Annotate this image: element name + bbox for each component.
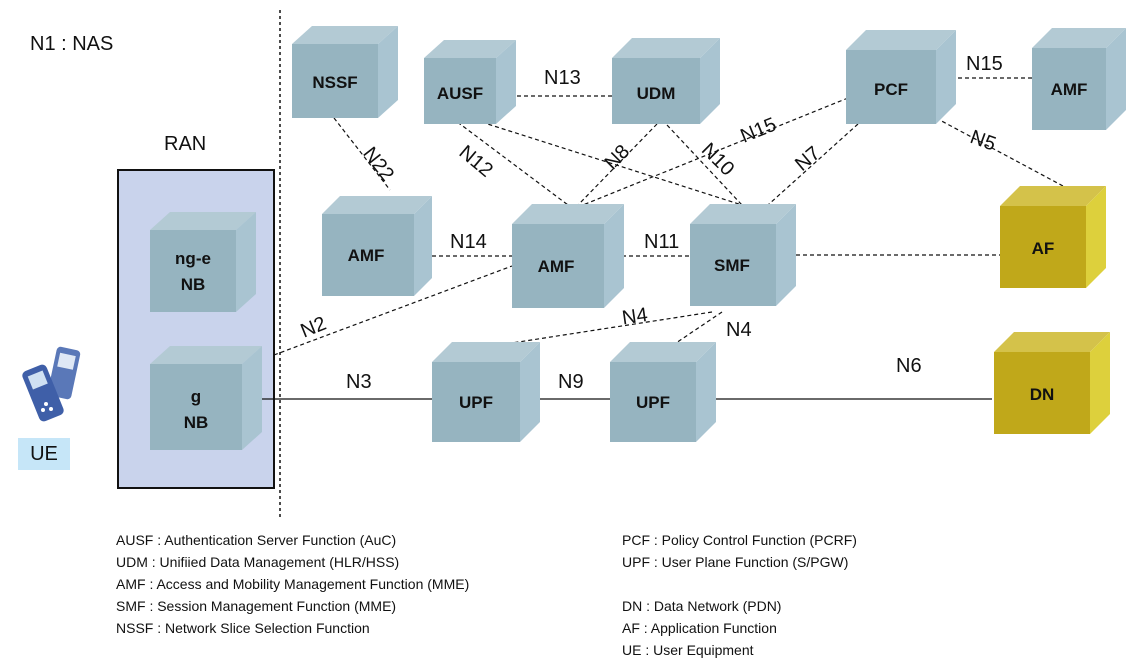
legend-left-item: UDM : Unifiied Data Management (HLR/HSS) [116, 554, 399, 570]
node-upf-right: UPF [610, 342, 716, 442]
label-n11: N11 [644, 231, 679, 253]
node-ausf: AUSF [424, 40, 516, 124]
line-n4-b [675, 311, 723, 344]
node-upf-left: UPF [432, 342, 540, 442]
ausf-label: AUSF [437, 84, 483, 103]
ngenb-label-1: ng-e [175, 249, 211, 268]
connections [248, 77, 1064, 400]
legend-left: AUSF : Authentication Server Function (A… [116, 532, 469, 636]
label-n2: N2 [298, 313, 330, 343]
label-n22: N22 [358, 143, 398, 185]
legend-right-item: UPF : User Plane Function (S/PGW) [622, 554, 848, 570]
legend-left-item: AMF : Access and Mobility Management Fun… [116, 576, 469, 592]
upf-left-label: UPF [459, 393, 493, 412]
line-n12 [451, 117, 569, 206]
line-n2 [273, 265, 513, 356]
node-ng-enb: ng-e NB [150, 212, 256, 312]
legend-left-item: SMF : Session Management Function (MME) [116, 598, 396, 614]
label-n14: N14 [450, 231, 487, 253]
legend-left-item: NSSF : Network Slice Selection Function [116, 620, 370, 636]
label-n3: N3 [346, 371, 372, 393]
node-udm: UDM [612, 38, 720, 124]
legend-right: PCF : Policy Control Function (PCRF) UPF… [622, 532, 857, 658]
ran-label: RAN [164, 133, 206, 155]
ue-label: UE [30, 443, 58, 465]
node-gnb: g NB [150, 346, 262, 450]
line-udm-smf-1 [474, 119, 743, 206]
node-nssf: NSSF [292, 26, 398, 118]
line-n4-a [511, 311, 713, 344]
legend-right-item: PCF : Policy Control Function (PCRF) [622, 532, 857, 548]
line-n7 [767, 123, 859, 206]
label-n4-b: N4 [726, 319, 752, 341]
label-n10: N10 [697, 139, 739, 181]
line-n8 [577, 123, 658, 206]
label-n15-diag: N15 [737, 114, 779, 148]
ue-badge [18, 438, 70, 470]
legend-left-item: AUSF : Authentication Server Function (A… [116, 532, 396, 548]
amf-center-label: AMF [538, 257, 575, 276]
ngenb-label-2: NB [181, 275, 206, 294]
node-amf-left: AMF [322, 196, 432, 296]
line-n10 [666, 124, 743, 206]
label-n15-top: N15 [966, 53, 1003, 75]
line-n15-diag [582, 97, 849, 206]
node-af: AF [1000, 186, 1106, 288]
node-smf: SMF [690, 204, 796, 306]
amf-top-label: AMF [1051, 80, 1088, 99]
ue-phone-icon [22, 346, 81, 422]
legend-right-item: DN : Data Network (PDN) [622, 598, 781, 614]
label-n13: N13 [544, 67, 581, 89]
label-n12: N12 [455, 141, 497, 181]
node-amf-center: AMF [512, 204, 624, 308]
dn-label: DN [1030, 385, 1055, 404]
amf-left-label: AMF [348, 246, 385, 265]
label-n9: N9 [558, 371, 584, 393]
udm-label: UDM [637, 84, 676, 103]
gnb-label-1: g [191, 387, 201, 406]
smf-label: SMF [714, 256, 750, 275]
gnb-label-2: NB [184, 413, 209, 432]
node-pcf: PCF [846, 30, 956, 124]
label-n4-a: N4 [621, 304, 649, 329]
label-n6: N6 [896, 355, 922, 377]
node-amf-top: AMF [1032, 28, 1126, 130]
label-n5: N5 [967, 126, 999, 155]
label-n7: N7 [791, 142, 825, 175]
upf-right-label: UPF [636, 393, 670, 412]
nssf-label: NSSF [312, 73, 357, 92]
pcf-label: PCF [874, 80, 908, 99]
page-title: N1 : NAS [30, 33, 113, 55]
legend-right-item: UE : User Equipment [622, 642, 754, 658]
af-label: AF [1032, 239, 1055, 258]
line-n5 [935, 117, 1064, 187]
node-dn: DN [994, 332, 1110, 434]
legend-right-item: AF : Application Function [622, 620, 777, 636]
line-n22 [333, 117, 391, 191]
